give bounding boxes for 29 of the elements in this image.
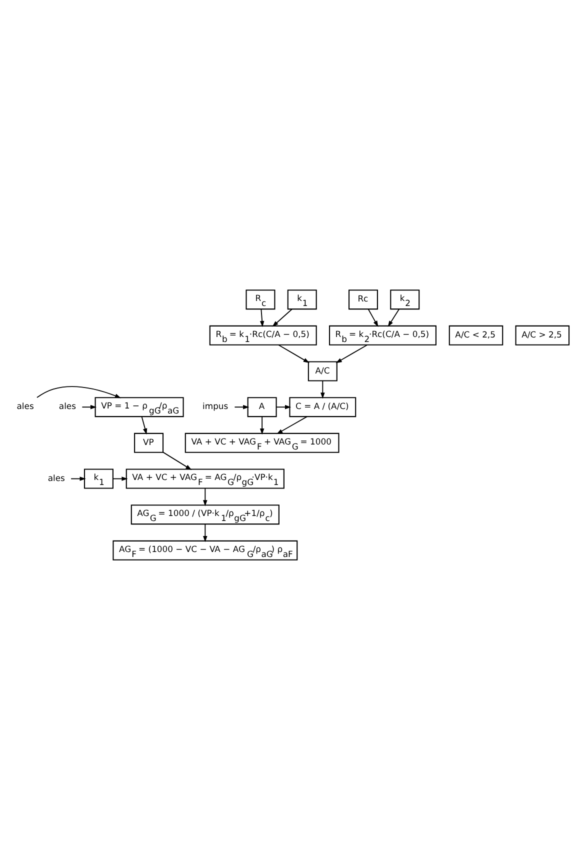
- node-box: C = A / (A/C): [289, 396, 356, 417]
- arrow: [260, 416, 264, 434]
- arrow: [320, 380, 325, 398]
- arrow: [260, 308, 264, 327]
- arrow: [203, 523, 208, 542]
- arrow: [272, 308, 292, 326]
- arrow: [141, 416, 148, 434]
- node-box: A/C < 2,5: [448, 324, 504, 345]
- arrow: [278, 344, 310, 363]
- arrow: [336, 344, 368, 363]
- arrow: [276, 404, 292, 409]
- arrow: [276, 416, 308, 434]
- node-text: ales: [48, 472, 65, 482]
- arrow: [203, 487, 208, 506]
- arrow: [388, 308, 400, 326]
- arrow: [234, 404, 250, 409]
- node-box: VP: [134, 432, 164, 452]
- node-text: ales: [16, 400, 34, 411]
- arrow: [368, 308, 378, 326]
- node-text: ales: [58, 400, 76, 411]
- arrow: [36, 386, 122, 398]
- arrow: [70, 476, 86, 480]
- arrow: [162, 451, 192, 470]
- node-box: A/C: [308, 360, 338, 381]
- node-box: A: [247, 396, 277, 417]
- node-box: A/C > 2,5: [515, 324, 570, 345]
- node-box: Rc: [348, 289, 378, 310]
- arrow: [82, 404, 97, 409]
- node-text: impus: [202, 400, 228, 411]
